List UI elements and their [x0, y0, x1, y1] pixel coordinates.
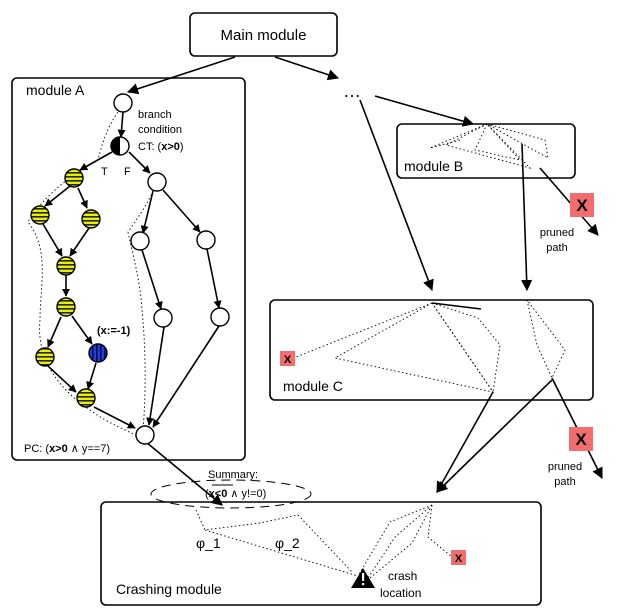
summary-expr: (x<0 ∧ y!=0)	[205, 488, 266, 500]
main-module-label: Main module	[221, 27, 307, 44]
module-c-label: module C	[283, 378, 343, 394]
crash-label-1: crash	[388, 569, 417, 583]
x-badge-c-left: X	[280, 351, 295, 366]
pruned-path-label-b-2: path	[546, 242, 567, 254]
module-c-box: module C	[269, 299, 594, 401]
ellipsis-label: …	[343, 81, 361, 101]
pruned-path-label-c-1: pruned	[548, 461, 582, 473]
crashing-module-graph	[195, 504, 453, 579]
ct-label: CT: (x>0)	[138, 141, 184, 153]
module-b-box: module B	[396, 123, 576, 179]
summary-title: Summary:	[208, 469, 258, 481]
branch-node	[110, 136, 130, 156]
inter-module-arrows	[126, 56, 603, 506]
path-node	[56, 297, 76, 317]
arrow-b-pruned	[539, 167, 599, 236]
arrow-main-to-ellipsis	[274, 56, 340, 81]
arrow-c-to-crash-2	[436, 379, 553, 493]
assign-label: (x:=-1)	[97, 325, 131, 337]
arrow-a-to-crash	[145, 441, 223, 506]
path-node	[64, 168, 84, 188]
warning-triangle-icon	[351, 568, 375, 588]
arrow-ellipsis-to-b	[374, 95, 475, 127]
pruned-path-label-c-2: path	[554, 476, 575, 488]
phi-2-label: φ_2	[275, 535, 300, 551]
x-badge-crash: X	[451, 550, 466, 565]
pc-label: PC: (x>0 ∧ y==7)	[24, 443, 110, 455]
path-node	[76, 388, 96, 408]
x-badge-b: X	[570, 193, 594, 217]
arrow-c-inner	[431, 302, 482, 310]
arrow-b-to-c	[521, 143, 533, 292]
path-node	[81, 209, 101, 229]
crash-label-2: location	[380, 586, 421, 600]
path-node	[30, 205, 50, 225]
entry-node	[113, 93, 133, 113]
svg-text:X: X	[284, 354, 292, 366]
module-b-graph	[429, 123, 549, 169]
crashing-module-label: Crashing module	[116, 581, 222, 597]
module-b-label: module B	[404, 158, 463, 174]
false-label: F	[124, 166, 131, 178]
path-node	[56, 256, 76, 276]
svg-text:X: X	[575, 430, 587, 449]
main-module-box: Main module	[189, 12, 338, 57]
path-node	[35, 347, 55, 367]
assign-node	[88, 343, 108, 363]
arrow-c-to-crash-1	[436, 391, 494, 493]
module-a-graph: branch condition CT: (x>0) T F (x:=-1) P…	[24, 93, 230, 455]
graph-node	[196, 230, 216, 250]
summary-ellipse	[150, 479, 312, 509]
module-a-label: module A	[26, 82, 85, 98]
svg-text:X: X	[455, 553, 463, 565]
module-a-dotted-right	[127, 179, 159, 431]
branch-condition-label-1: branch	[138, 109, 172, 121]
module-a-box: module A	[11, 77, 246, 461]
arrow-ellipsis-to-c	[359, 99, 434, 292]
pruned-path-label-b-1: pruned	[540, 227, 574, 239]
exit-node	[135, 425, 155, 445]
graph-node	[130, 231, 150, 251]
arrow-main-to-a	[126, 56, 236, 95]
true-label: T	[101, 166, 108, 178]
false-branch-node	[147, 172, 167, 192]
svg-text:X: X	[576, 196, 588, 215]
branch-condition-label-2: condition	[138, 124, 182, 136]
graph-node	[210, 307, 230, 327]
graph-node	[153, 308, 173, 328]
module-c-graph	[295, 299, 566, 393]
x-badge-c-right: X	[569, 427, 593, 451]
phi-1-label: φ_1	[196, 535, 221, 551]
crashing-module-box: Crashing module	[100, 501, 542, 606]
